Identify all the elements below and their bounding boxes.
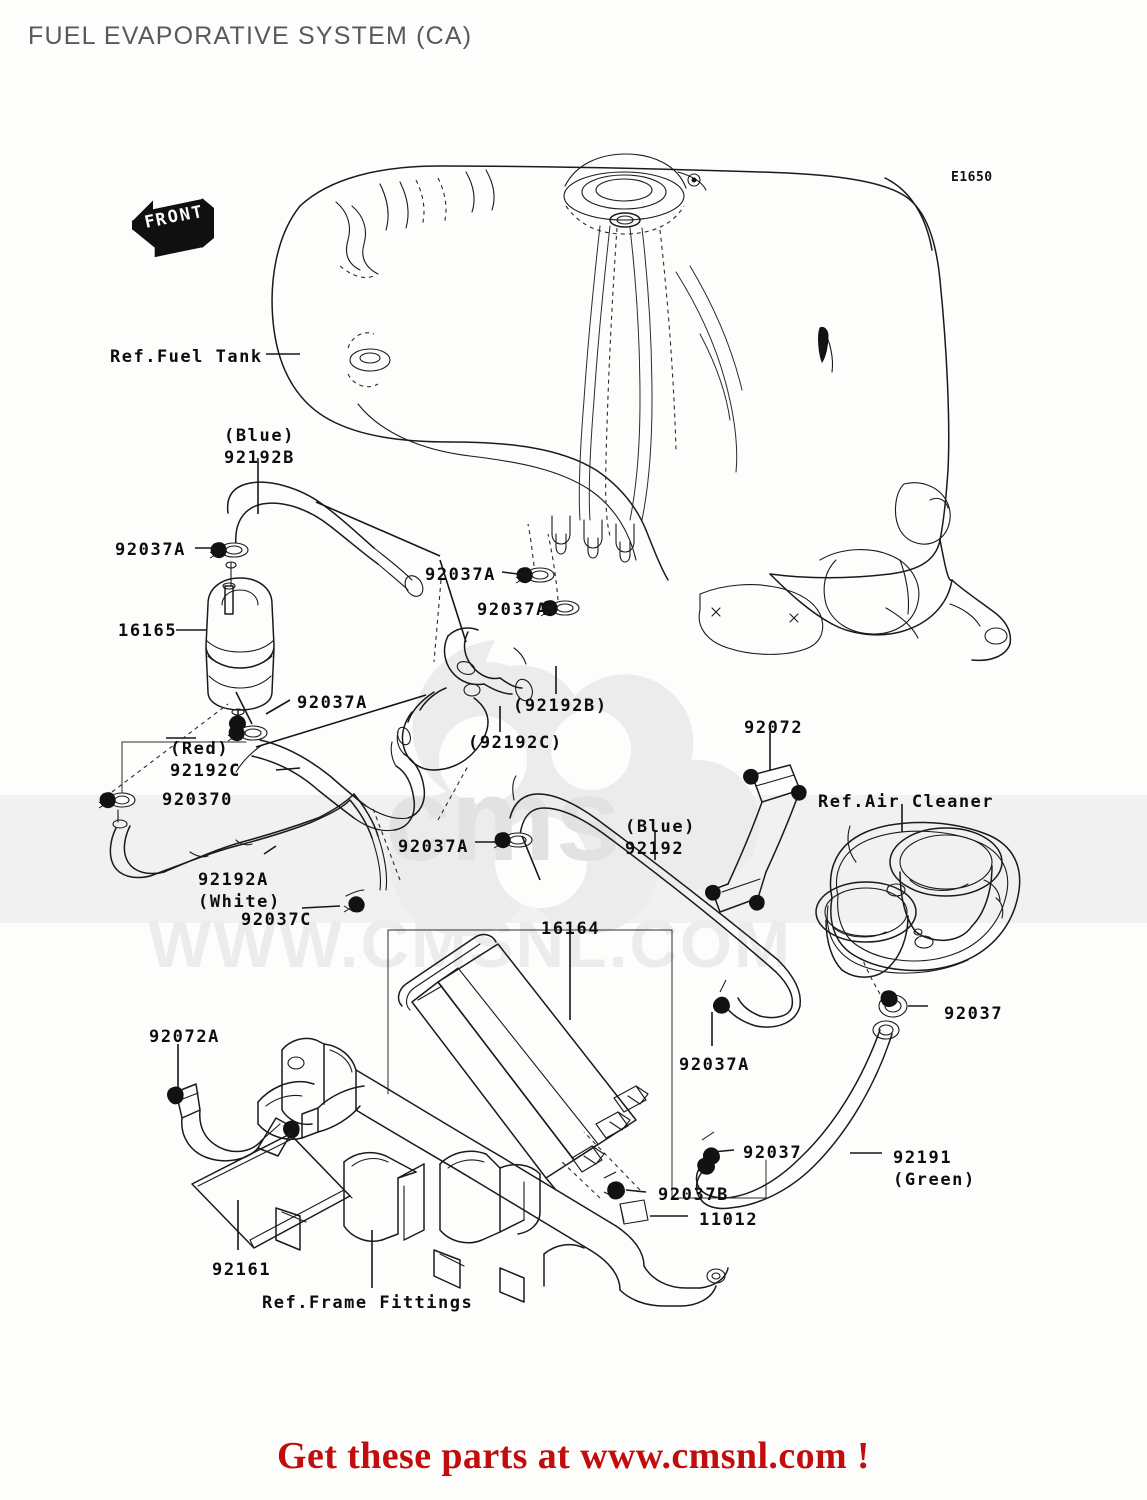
center-hoses	[397, 523, 580, 771]
band-92072-part	[705, 764, 807, 913]
callout-bolt-11012: 11012	[699, 1210, 759, 1230]
callout-ref-fuel-tank: Ref.Fuel Tank	[110, 347, 263, 367]
clamp-92037A-mid2	[540, 600, 580, 617]
hose-92192b-part	[209, 481, 424, 597]
svg-text:N: N	[178, 204, 192, 226]
clamp-92037A-mid1	[515, 567, 555, 584]
clamp-92037A-lower	[227, 725, 268, 742]
air-cleaner-ref	[815, 821, 1021, 1018]
canister-16164	[387, 929, 767, 1199]
page-title: FUEL EVAPORATIVE SYSTEM (CA)	[28, 22, 473, 50]
callout-clamp-92037-1: 92037	[944, 1004, 1004, 1024]
callout-canister-16164: 16164	[541, 919, 601, 939]
clamp-92037A-upper	[209, 542, 249, 559]
callout-hose-92192: (Blue)92192	[625, 817, 697, 860]
svg-text:T: T	[190, 202, 204, 224]
callout-hose-92192b-ref: (92192B)	[513, 696, 608, 716]
callout-ref-air-cleaner: Ref.Air Cleaner	[818, 792, 995, 812]
clamp-92037A-blue	[493, 832, 533, 849]
callout-hose-92192b: (Blue)92192B	[224, 426, 296, 469]
callout-filter-16165: 16165	[118, 621, 178, 641]
band-92072A-part	[167, 1083, 300, 1162]
clamp-920370	[98, 792, 136, 809]
callout-clamp-92037-2: 92037	[743, 1143, 803, 1163]
hose-92192a-part	[98, 737, 388, 913]
callout-clamp-92037C: 92037C	[241, 910, 313, 930]
callout-band-92072A: 92072A	[149, 1027, 221, 1047]
callout-clamp-92037A-1: 92037A	[115, 540, 187, 560]
fuel-tank-outline	[271, 153, 1012, 662]
callout-clamp-92037A-5: 92037A	[398, 837, 470, 857]
frame-fittings-ref	[257, 1037, 729, 1307]
footer-promo-text: Get these parts at www.cmsnl.com !	[277, 1435, 870, 1477]
callout-clamp-92037A-2: 92037A	[297, 693, 369, 713]
fuel-filter-16165	[205, 561, 275, 742]
callout-hose-92192c-ref: (92192C)	[468, 733, 563, 753]
callout-hose-92192c: (Red)92192C	[170, 739, 242, 782]
front-direction-badge: F R O N T	[126, 186, 222, 272]
callout-damper-92161: 92161	[212, 1260, 272, 1280]
grommet-92037	[878, 990, 908, 1018]
callout-clamp-92037A-6: 92037A	[679, 1055, 751, 1075]
callout-hose-92192a: 92192A(White)	[198, 870, 281, 913]
callout-band-92072: 92072	[744, 718, 804, 738]
svg-text:F: F	[143, 211, 157, 233]
sheet-code: E1650	[951, 170, 993, 185]
hose-92192c-part	[235, 731, 426, 832]
clamp-92037B-bolt-11012	[603, 1171, 649, 1225]
callout-hose-92191: 92191(Green)	[893, 1148, 976, 1191]
damper-92161	[191, 1133, 353, 1249]
callout-clamp-920370: 920370	[162, 790, 234, 810]
callout-clamp-92037B: 92037B	[658, 1185, 730, 1205]
callout-ref-frame: Ref.Frame Fittings	[262, 1293, 474, 1313]
clamp-92037-green	[701, 1131, 720, 1165]
hose-92192-part	[493, 775, 802, 1028]
callout-clamp-92037A-3: 92037A	[425, 565, 497, 585]
hose-92191-part	[695, 1020, 900, 1210]
callout-clamp-92037A-4: 92037A	[477, 600, 549, 620]
leader-lines	[111, 353, 928, 1288]
svg-text:O: O	[166, 206, 180, 228]
